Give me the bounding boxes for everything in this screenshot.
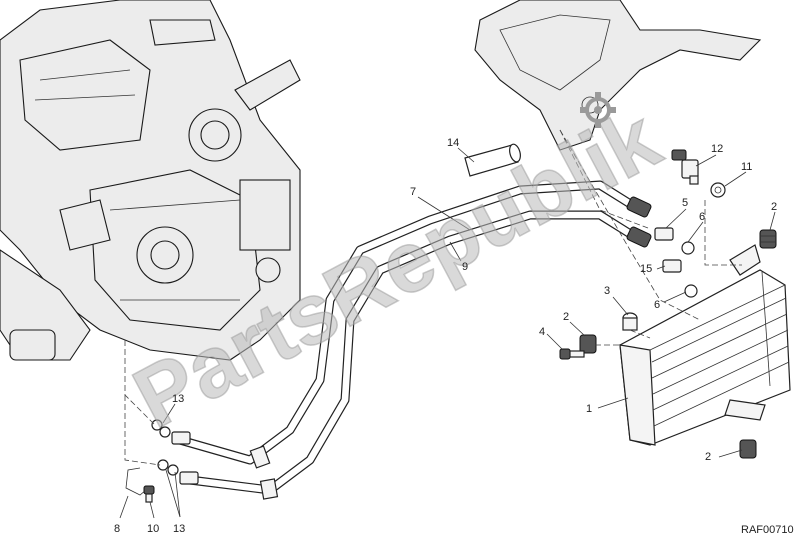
grommet-right-upper <box>759 229 777 249</box>
oil-hoses <box>171 180 652 500</box>
temperature-sensor <box>671 149 699 185</box>
callout-13-lower: 13 <box>173 523 185 535</box>
drawing-code: RAF00710 <box>741 524 794 536</box>
callout-2-upper: 2 <box>771 201 777 213</box>
frame-bracket <box>474 0 762 151</box>
o-ring-upper-a <box>151 419 163 431</box>
grommet-middle <box>579 334 597 354</box>
sealing-washer-lower <box>684 284 698 298</box>
leader-lines <box>119 147 776 519</box>
sealing-washer-upper <box>681 241 695 255</box>
callout-5: 5 <box>682 197 688 209</box>
callout-1: 1 <box>586 403 592 415</box>
retaining-clip <box>125 467 147 496</box>
o-ring-lower-a <box>157 459 169 471</box>
callout-14: 14 <box>447 137 459 149</box>
callout-15: 15 <box>640 263 652 275</box>
union-fitting-lower <box>662 259 682 273</box>
callout-4: 4 <box>539 326 545 338</box>
callout-8: 8 <box>114 523 120 535</box>
clip-bolt <box>143 485 155 503</box>
fittings <box>125 149 777 503</box>
callout-labels: 1 2 2 2 3 4 5 6 6 7 8 9 10 11 12 13 13 1… <box>114 137 777 535</box>
union-fitting-upper <box>654 227 674 241</box>
screw <box>559 348 585 360</box>
callout-2-middle: 2 <box>563 311 569 323</box>
callout-11: 11 <box>741 161 752 173</box>
callout-6-upper: 6 <box>699 211 705 223</box>
oil-cooler <box>619 244 791 446</box>
engine-block <box>0 0 301 361</box>
sensor-washer <box>710 182 726 198</box>
callout-10: 10 <box>147 523 159 535</box>
callout-6-lower: 6 <box>654 299 660 311</box>
gear-icon <box>580 92 616 128</box>
callout-3: 3 <box>604 285 610 297</box>
callout-12: 12 <box>711 143 723 155</box>
callout-13-upper: 13 <box>172 393 184 405</box>
callout-2-lower: 2 <box>705 451 711 463</box>
grommet-bottom <box>739 439 757 459</box>
spacer <box>622 312 638 331</box>
protective-sleeve <box>464 143 521 177</box>
callout-7: 7 <box>410 186 416 198</box>
o-ring-lower-b <box>167 464 179 476</box>
callout-9: 9 <box>462 261 468 273</box>
o-ring-upper-b <box>159 426 171 438</box>
assembly-guides <box>124 129 742 466</box>
